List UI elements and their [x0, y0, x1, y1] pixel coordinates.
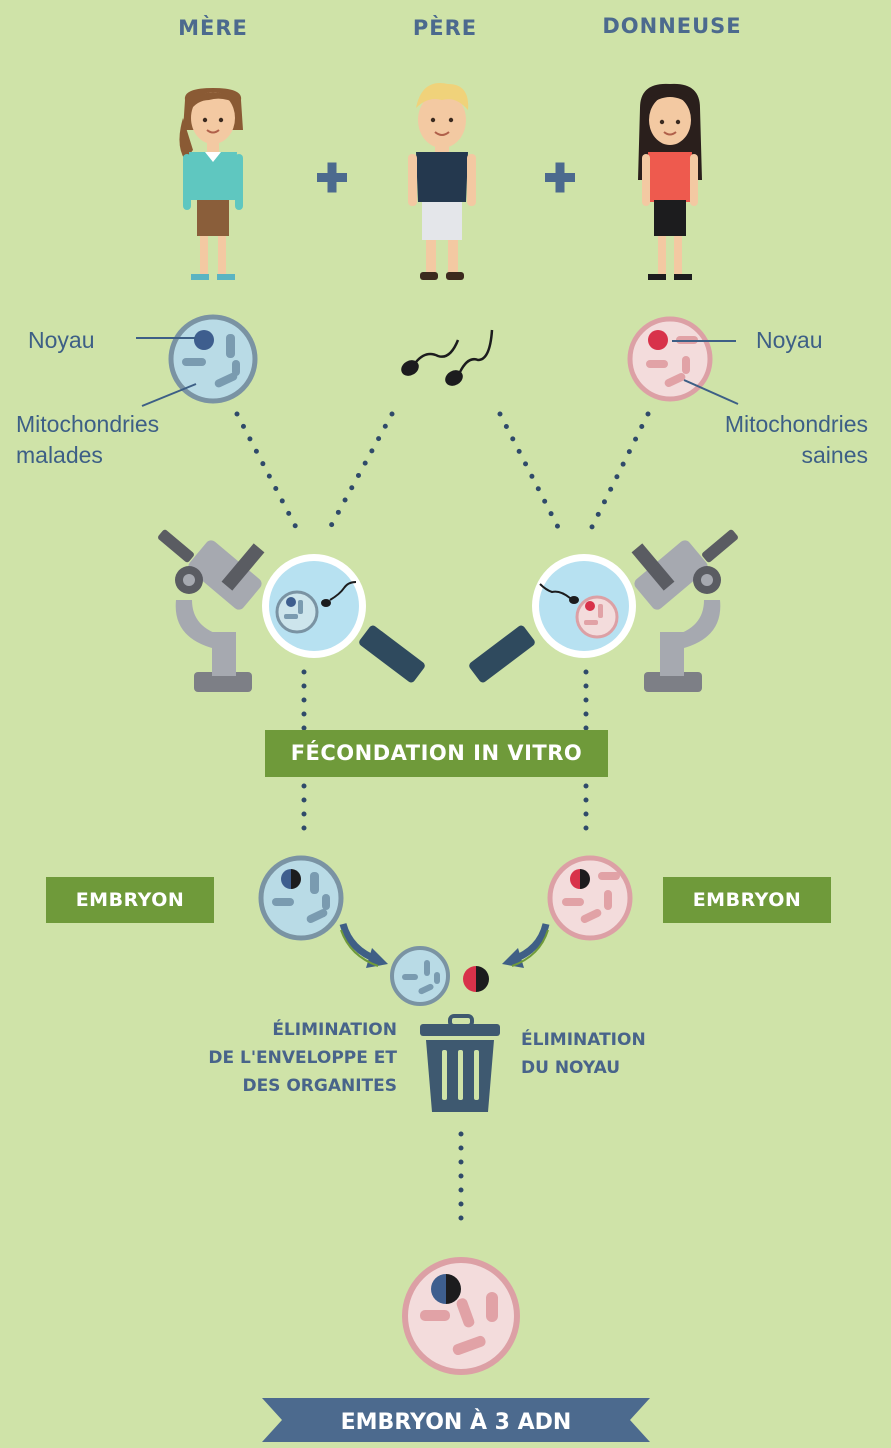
removal-right-line-2: DU NOYAU [521, 1058, 621, 1078]
microscope-icon [158, 529, 265, 692]
enucleated-cell [390, 946, 450, 1006]
final-banner-text: EMBRYON À 3 ADN [340, 1410, 572, 1435]
final-embryo-cell [402, 1257, 520, 1375]
removal-left-line-1: ÉLIMINATION [272, 1020, 397, 1040]
mother-figure [179, 88, 243, 280]
embryo-left-cell [258, 855, 344, 941]
removal-right-text: ÉLIMINATION DU NOYAU [521, 1026, 721, 1082]
father-figure [408, 83, 476, 280]
removal-left-line-2: DE L'ENVELOPPE ET [208, 1048, 397, 1068]
magnifier-icon [262, 554, 425, 683]
sperm-icon [401, 329, 494, 386]
microscope-icon [631, 529, 738, 692]
ivf-label: FÉCONDATION IN VITRO [265, 730, 608, 777]
donor-figure [638, 83, 702, 280]
curve-arrow-icon [339, 922, 388, 968]
donor-mito-label-1: Mitochondries [724, 411, 868, 437]
plus-icon [317, 162, 347, 193]
mito-pointer [683, 379, 739, 405]
header-father: PÈRE [412, 16, 478, 40]
dotted-connectors [234, 411, 651, 1235]
donor-mito-label-2: saines [801, 442, 868, 468]
header-donor: DONNEUSE [602, 14, 742, 38]
mother-mito-label-2: malades [16, 442, 103, 468]
plus-icon [545, 162, 575, 193]
mother-mito-label-1: Mitochondries [16, 411, 160, 437]
embryo-left-label: EMBRYON [46, 877, 214, 923]
trash-icon [420, 1014, 500, 1112]
final-banner-ribbon [262, 1398, 650, 1442]
magnifier-icon [469, 554, 636, 683]
nucleus-icon [463, 966, 489, 992]
removal-left-text: ÉLIMINATION DE L'ENVELOPPE ET DES ORGANI… [150, 1016, 397, 1100]
removal-right-line-1: ÉLIMINATION [521, 1030, 646, 1050]
embryo-right-cell [547, 855, 633, 941]
removal-left-line-3: DES ORGANITES [242, 1076, 397, 1096]
mother-nucleus-label: Noyau [28, 327, 95, 353]
mito-pointer [141, 383, 197, 407]
header-mother: MÈRE [178, 16, 248, 40]
donor-nucleus-label: Noyau [756, 327, 823, 353]
curve-arrow-icon [502, 923, 550, 968]
embryo-right-label: EMBRYON [663, 877, 831, 923]
